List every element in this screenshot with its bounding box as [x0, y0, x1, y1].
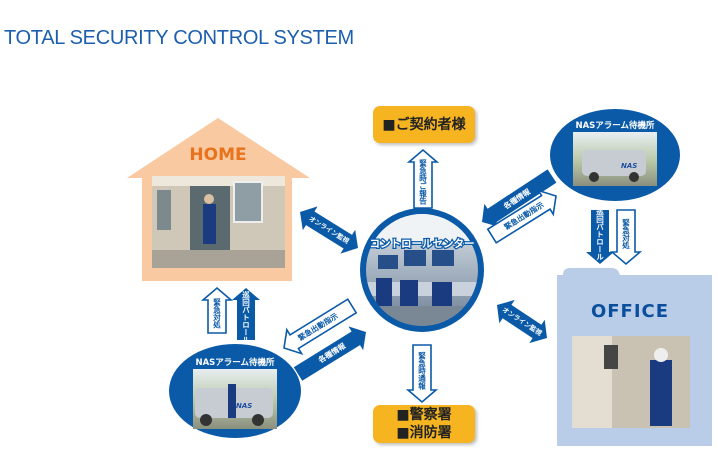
arrow-office-response: 緊急対処	[609, 209, 643, 266]
arrow-shape	[586, 210, 614, 264]
contract-label: ■ご契約者様	[382, 116, 466, 133]
office-photo	[572, 336, 690, 428]
arrow-shape	[486, 189, 557, 244]
home-photo	[152, 176, 285, 268]
arrow-label: 緊急時通報	[417, 350, 426, 390]
arrow-label: 巡回パトロール	[595, 206, 604, 260]
arrow-home-patrol: 巡回パトロール	[232, 288, 260, 343]
standby-top: NASアラーム待機所 NAS	[550, 109, 680, 201]
car-logo: NAS	[621, 162, 637, 170]
police-fire-box: ■警察署 ■消防署	[373, 405, 475, 443]
arrow-shape	[406, 148, 440, 209]
arrow-label: 緊急対処	[212, 297, 221, 330]
standby-top-label: NASアラーム待機所	[575, 120, 655, 131]
car-logo: NAS	[236, 402, 252, 410]
page-title: TOTAL SECURITY CONTROL SYSTEM	[4, 27, 354, 49]
fire-label: ■消防署	[396, 425, 452, 441]
arrow-shape	[232, 288, 260, 340]
arrow-to-contract: 緊急時ご報告	[406, 148, 440, 209]
standby-bottom-label: NASアラーム待機所	[195, 357, 275, 368]
arrow-shape	[609, 209, 643, 266]
home-label: HOME	[189, 145, 246, 165]
arrow-shape	[405, 344, 439, 404]
arrow-label: 緊急時ご報告	[418, 158, 427, 206]
control-center: コントロールセンター	[360, 208, 484, 332]
home-house: HOME	[127, 118, 310, 281]
arrow-shape	[293, 326, 367, 381]
contract-box: ■ご契約者様	[373, 106, 475, 143]
standby-bottom: NASアラーム待機所 NAS	[169, 344, 301, 438]
arrow-office-online: オンライン監視	[497, 299, 548, 344]
office-building: OFFICE	[557, 268, 712, 446]
arrow-shape	[200, 286, 234, 334]
arrow-home-online: オンライン監視	[300, 206, 359, 254]
arrow-office-patrol: 巡回パトロール	[586, 206, 614, 264]
arrow-shape	[283, 298, 358, 356]
police-label: ■警察署	[396, 407, 452, 423]
arrow-shape	[300, 206, 359, 254]
arrow-to-police: 緊急時通報	[405, 344, 439, 404]
arrow-label: 巡回パトロール	[241, 289, 250, 343]
arrow-shape	[497, 299, 548, 344]
office-label: OFFICE	[591, 301, 669, 322]
arrow-label: 緊急対処	[621, 218, 630, 251]
control-center-label: コントロールセンター	[370, 238, 475, 250]
arrow-shape	[481, 169, 557, 228]
arrow-home-response: 緊急対処	[200, 286, 234, 334]
